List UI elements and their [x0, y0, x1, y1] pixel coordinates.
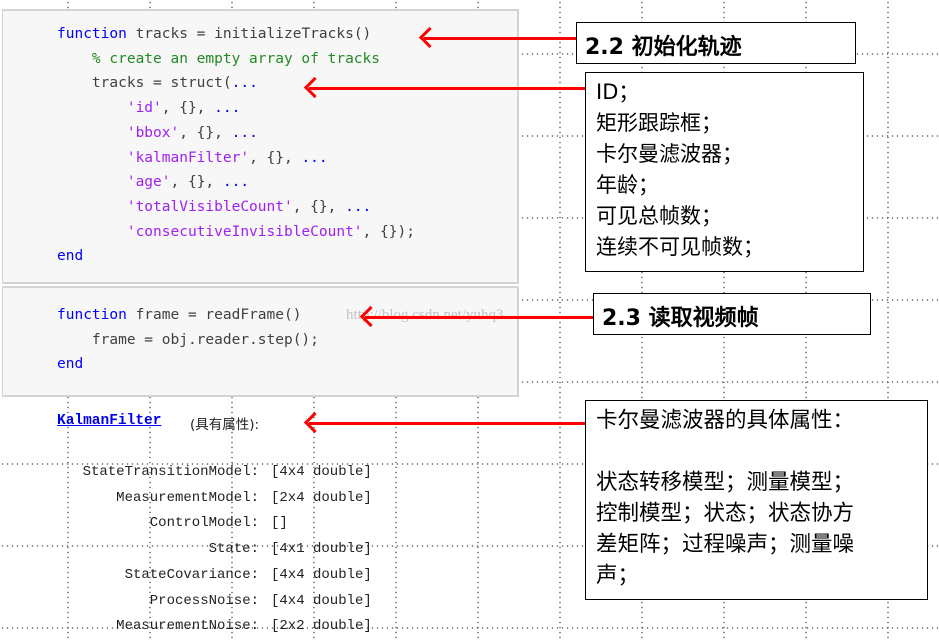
property-name: ProcessNoise: [149, 592, 259, 609]
code-token: ... [345, 198, 372, 215]
code-token: ... [231, 75, 258, 92]
track-field-item: 连续不可见帧数； [596, 235, 764, 259]
kalman-description-line: 差矩阵；过程噪声；测量噪 [596, 532, 855, 557]
watermark: http://blog.csdn.net/yuhq3 [346, 307, 504, 323]
track-field-item: ID； [596, 80, 640, 104]
code-token: frame = obj.reader.step(); [57, 331, 319, 348]
track-field-item: 矩形跟踪框； [596, 111, 722, 135]
initialize-tracks-code: function tracks = initializeTracks() % c… [57, 22, 415, 269]
read-frame-title: 2.3 读取视频帧 [602, 306, 759, 331]
property-name: StateCovariance: [124, 566, 259, 583]
property-name: State: [208, 541, 259, 558]
code-token: 'age' [57, 174, 171, 191]
code-token: function [57, 307, 136, 323]
property-value: [4x4 double] [271, 566, 372, 583]
code-token: 'consecutiveInvisibleCount' [57, 223, 363, 240]
code-token: 'id' [57, 100, 162, 117]
code-line: % create an empty array of tracks [57, 47, 415, 72]
code-token: , {}); [362, 223, 415, 240]
code-token: 'bbox' [57, 124, 180, 141]
code-token: , {}, [161, 100, 215, 117]
kalman-description-box: 卡尔曼滤波器的具体属性： 状态转移模型；测量模型； 控制模型；状态；状态协方差矩阵… [585, 400, 928, 600]
kalman-description-heading: 卡尔曼滤波器的具体属性： [596, 408, 855, 433]
property-name: MeasurementNoise: [116, 618, 259, 635]
code-token: end [57, 356, 84, 373]
property-value: [] [271, 515, 288, 532]
code-line: tracks = struct(... [57, 71, 415, 96]
code-token: 'totalVisibleCount' [57, 198, 293, 215]
code-token: , {}, [179, 124, 232, 141]
code-line: function tracks = initializeTracks() [57, 22, 415, 47]
track-field-item: 可见总帧数； [596, 204, 722, 228]
code-line: end [57, 352, 319, 377]
code-line: 'consecutiveInvisibleCount', {}); [57, 220, 415, 245]
property-value: [2x4 double] [271, 489, 372, 506]
arrow-kalman-filter [309, 422, 585, 425]
code-line: 'age', {}, ... [57, 170, 415, 195]
code-line: 'totalVisibleCount', {}, ... [57, 195, 415, 220]
code-token: ... [222, 174, 250, 191]
code-token: ... [214, 100, 241, 117]
arrow-read-frame [365, 316, 593, 319]
property-value: [4x1 double] [271, 541, 372, 558]
property-name: ControlModel: [149, 515, 259, 532]
code-token: ... [231, 124, 258, 141]
code-token: end [57, 248, 84, 265]
kalman-description-line: 状态转移模型；测量模型； [596, 470, 855, 495]
code-token: 'kalmanFilter' [57, 149, 250, 166]
read-frame-code: function frame = readFrame() frame = obj… [57, 303, 319, 377]
code-line: 'bbox', {}, ... [57, 121, 415, 146]
read-frame-title-box: 2.3 读取视频帧 [593, 293, 871, 335]
property-value: [2x2 double] [271, 618, 372, 635]
kalmanfilter-link[interactable]: KalmanFilter [57, 413, 162, 429]
track-fields-box: ID； 矩形跟踪框； 卡尔曼滤波器； 年龄； 可见总帧数； 连续不可见帧数； [585, 72, 864, 272]
code-token: , {}, [170, 174, 223, 191]
code-token: % create an empty array of tracks [57, 50, 381, 67]
arrow-struct-fields [309, 87, 585, 90]
code-token: , {}, [249, 149, 302, 166]
kalman-description-line: 声； [596, 563, 640, 588]
code-panel-initialize-tracks: function tracks = initializeTracks() % c… [2, 9, 519, 284]
property-name: MeasurementModel: [116, 489, 259, 506]
property-value: [4x4 double] [271, 464, 372, 480]
code-token: function [57, 26, 136, 42]
init-tracks-title-box: 2.2 初始化轨迹 [576, 22, 856, 64]
code-line: 'kalmanFilter', {}, ... [57, 146, 415, 171]
code-token: tracks = initializeTracks() [135, 26, 372, 42]
init-tracks-title: 2.2 初始化轨迹 [585, 35, 742, 60]
code-token: tracks = struct( [57, 75, 232, 92]
code-token: ... [301, 149, 328, 166]
code-token: frame = readFrame() [135, 307, 302, 323]
track-field-item: 年龄； [596, 173, 659, 197]
property-name: StateTransitionModel: [82, 464, 259, 480]
code-line: end [57, 244, 415, 269]
code-panel-read-frame: function frame = readFrame() frame = obj… [2, 286, 519, 397]
code-line: frame = obj.reader.step(); [57, 328, 319, 353]
track-field-item: 卡尔曼滤波器； [596, 142, 743, 166]
property-value: [4x4 double] [271, 592, 372, 609]
arrow-init-tracks [424, 37, 576, 40]
kalman-description-line: 控制模型；状态；状态协方 [596, 501, 855, 526]
code-line: function frame = readFrame() [57, 303, 319, 328]
code-token: , {}, [292, 198, 346, 215]
code-line: 'id', {}, ... [57, 96, 415, 121]
kalmanfilter-suffix: (具有属性): [190, 417, 260, 433]
